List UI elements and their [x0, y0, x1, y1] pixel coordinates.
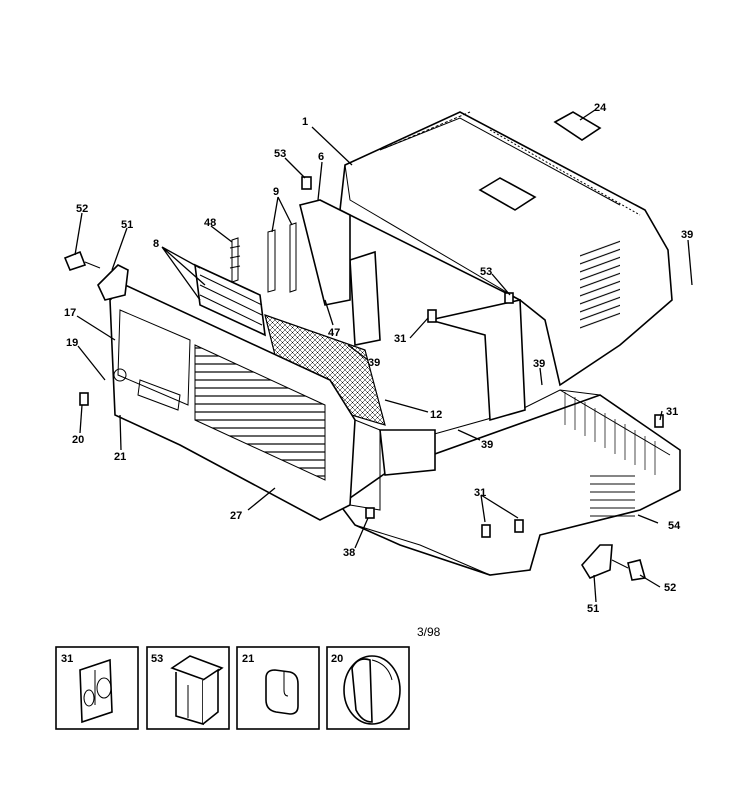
bracket-48	[229, 237, 241, 283]
grille-louvers	[194, 344, 326, 481]
callout-31-top: 31	[394, 333, 406, 345]
bracket-clip-icon	[79, 658, 113, 724]
callout-labels: 1 24 53 6 9 48 8 52 51 17 19 20 21 47 53…	[64, 102, 693, 615]
detail-label-21: 21	[242, 653, 254, 665]
callout-53-right: 53	[480, 266, 492, 278]
callout-20: 20	[72, 434, 84, 446]
cabinet-cover	[339, 111, 673, 387]
callout-39-c: 39	[681, 229, 693, 241]
knob-icon	[343, 655, 401, 725]
callout-53: 53	[274, 148, 286, 160]
coil	[194, 263, 266, 337]
callout-31-bottom: 31	[474, 487, 486, 499]
detail-label-53: 53	[151, 653, 163, 665]
detail-label-20: 20	[331, 653, 343, 665]
callout-17: 17	[64, 307, 76, 319]
detail-box-20: 20	[326, 646, 410, 730]
right-knob-assembly	[581, 544, 647, 581]
callout-51-left: 51	[121, 219, 133, 231]
leader-lines	[74, 109, 693, 603]
bracket-9	[267, 222, 297, 293]
callout-8: 8	[153, 238, 159, 250]
front-grille	[109, 284, 381, 521]
callout-1: 1	[302, 116, 308, 128]
callout-31-right: 31	[666, 406, 678, 418]
callout-52-right: 52	[664, 582, 676, 594]
detail-box-21: 21	[236, 646, 320, 730]
callout-51-right: 51	[587, 603, 599, 615]
callout-47: 47	[328, 327, 340, 339]
callout-39-b: 39	[533, 358, 545, 370]
callout-48: 48	[204, 217, 216, 229]
callout-39-a: 39	[368, 357, 380, 369]
detail-label-31: 31	[61, 653, 73, 665]
slide-clip-icon	[170, 655, 224, 726]
partition	[299, 199, 526, 476]
clips	[79, 176, 664, 538]
callout-6: 6	[318, 151, 324, 163]
callout-38: 38	[343, 547, 355, 559]
callout-39-d: 39	[481, 439, 493, 451]
left-knob-assembly	[63, 250, 129, 301]
detail-box-31: 31	[55, 646, 139, 730]
plug-icon	[265, 669, 299, 715]
callout-52-left: 52	[76, 203, 88, 215]
callout-19: 19	[66, 337, 78, 349]
callout-9: 9	[273, 186, 279, 198]
date-code: 3/98	[417, 625, 441, 639]
callout-24: 24	[594, 102, 607, 114]
callout-27: 27	[230, 510, 242, 522]
callout-21: 21	[114, 451, 126, 463]
detail-box-53: 53	[146, 646, 230, 730]
callout-54: 54	[668, 520, 681, 532]
label-plate	[553, 111, 602, 141]
base-pan	[338, 389, 681, 576]
callout-12: 12	[430, 409, 442, 421]
